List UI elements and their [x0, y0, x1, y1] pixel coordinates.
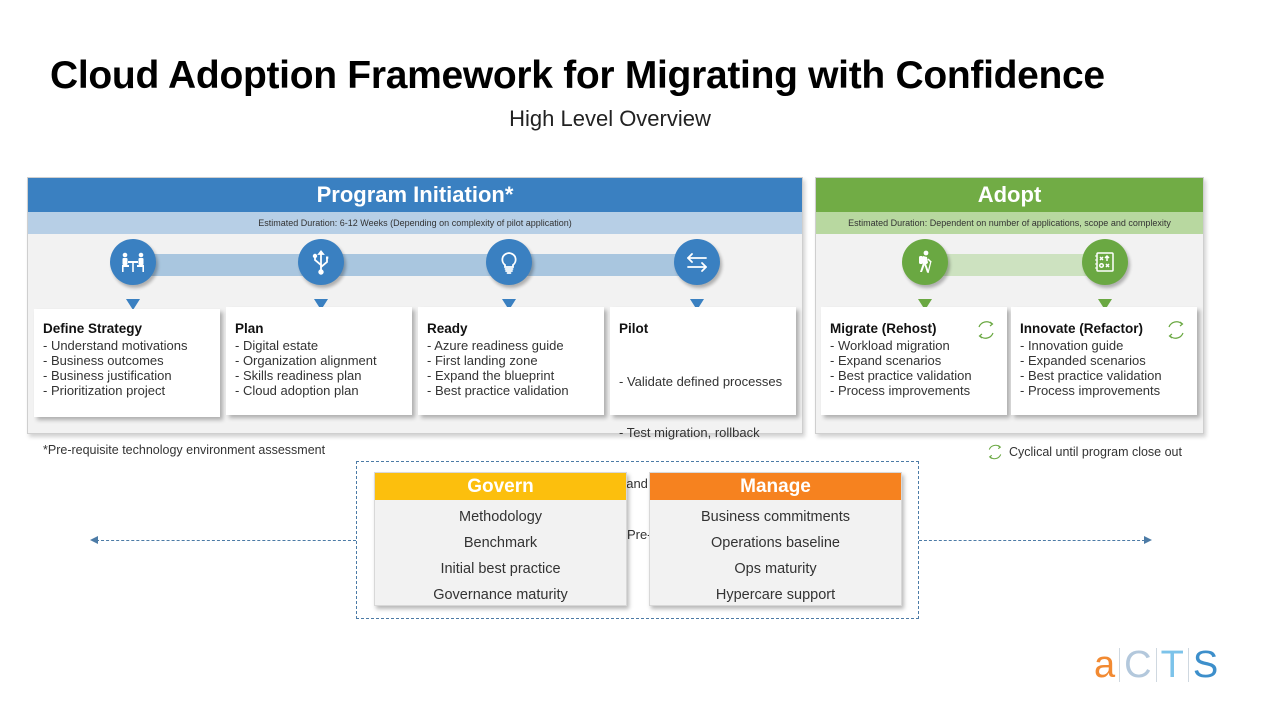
arrow-down-icon [502, 299, 516, 310]
govern-item: Methodology [458, 509, 543, 525]
govern-manage-group [356, 461, 919, 619]
logo-letter: S [1192, 644, 1219, 686]
phase-item: - Business outcomes [43, 353, 164, 368]
cycle-icon [978, 321, 994, 339]
logo-divider [1187, 648, 1189, 682]
phase-item: - Business justification [43, 368, 172, 383]
govern-item: Initial best practice [440, 561, 561, 577]
phase-item: - Skills readiness plan [235, 368, 362, 383]
phase-card-ready: Ready - Azure readiness guide - First la… [418, 307, 604, 415]
program-initiation-title: Program Initiation* [28, 178, 802, 212]
phase-title: Plan [235, 321, 264, 336]
legend-label: Cyclical until program close out [1009, 445, 1182, 459]
logo-letter: a [1094, 644, 1116, 686]
arrow-down-icon [918, 299, 932, 310]
lightbulb-icon [486, 239, 532, 285]
phase-item: - Understand motivations [43, 338, 188, 353]
phase-item: - Organization alignment [235, 353, 377, 368]
phase-card-innovate: Innovate (Refactor) - Innovation guide -… [1011, 307, 1197, 415]
arrow-right-icon [1144, 536, 1152, 544]
govern-box: Govern Methodology Benchmark Initial bes… [374, 472, 627, 606]
page-subtitle: High Level Overview [509, 106, 711, 131]
govern-item: Benchmark [463, 535, 538, 551]
phase-item: - Best practice validation [830, 368, 972, 383]
transfer-arrows-icon [674, 239, 720, 285]
phase-item: - Expand scenarios [830, 353, 942, 368]
phase-item: - Best practice validation [427, 383, 569, 398]
dashed-connector-right [919, 540, 1145, 541]
phase-title: Innovate (Refactor) [1020, 321, 1144, 336]
usb-icon [298, 239, 344, 285]
phase-item: - Cloud adoption plan [235, 383, 359, 398]
logo-letter: T [1160, 644, 1184, 686]
program-initiation-track [133, 254, 698, 276]
strategy-board-icon [1082, 239, 1128, 285]
phase-item: - Validate defined processes [619, 374, 783, 389]
phase-title: Define Strategy [43, 321, 143, 336]
phase-title: Pilot [619, 321, 649, 336]
logo-divider [1155, 648, 1157, 682]
meeting-icon [110, 239, 156, 285]
phase-card-define-strategy: Define Strategy - Understand motivations… [34, 309, 220, 417]
phase-title: Migrate (Rehost) [830, 321, 937, 336]
manage-box: Manage Business commitments Operations b… [649, 472, 902, 606]
phase-item: - Process improvements [830, 383, 971, 398]
manage-item: Operations baseline [711, 535, 840, 551]
logo-letter: C [1124, 644, 1152, 686]
program-initiation-duration: Estimated Duration: 6-12 Weeks (Dependin… [28, 212, 802, 234]
manage-item: Ops maturity [734, 561, 817, 577]
legend: Cyclical until program close out [986, 443, 1182, 461]
arrow-left-icon [90, 536, 98, 544]
manage-item: Hypercare support [715, 587, 836, 603]
manage-item: Business commitments [700, 509, 851, 525]
phase-item: - Expanded scenarios [1020, 353, 1146, 368]
govern-item: Governance maturity [433, 587, 568, 603]
arrow-down-icon [314, 299, 328, 310]
govern-title: Govern [375, 473, 626, 500]
phase-card-plan: Plan - Digital estate - Organization ali… [226, 307, 412, 415]
page-title: Cloud Adoption Framework for Migrating w… [50, 54, 1105, 97]
phase-item: - Digital estate [235, 338, 319, 353]
phase-item: - Innovation guide [1020, 338, 1124, 353]
arrow-down-icon [690, 299, 704, 310]
phase-card-pilot: Pilot - Validate defined processes - Tes… [610, 307, 796, 542]
phase-item: - First landing zone [427, 353, 538, 368]
phase-card-migrate: Migrate (Rehost) - Workload migration - … [821, 307, 1007, 415]
manage-title: Manage [650, 473, 901, 500]
arrow-down-icon [1098, 299, 1112, 310]
adopt-title: Adopt [816, 178, 1203, 212]
phase-item: - Expand the blueprint [427, 368, 555, 383]
hiker-icon [902, 239, 948, 285]
phase-item: - Process improvements [1020, 383, 1161, 398]
phase-item: - Azure readiness guide [427, 338, 564, 353]
adopt-duration: Estimated Duration: Dependent on number … [816, 212, 1203, 234]
arrow-down-icon [126, 299, 140, 310]
cycle-icon [1168, 321, 1184, 339]
phase-title: Ready [427, 321, 468, 336]
adopt-track [925, 254, 1105, 276]
cycle-icon [988, 444, 1002, 460]
phase-item: - Workload migration [830, 338, 950, 353]
phase-item: - Best practice validation [1020, 368, 1162, 383]
footnote: *Pre-requisite technology environment as… [43, 443, 326, 457]
logo-divider [1119, 648, 1121, 682]
phase-item: - Test migration, rollback [619, 425, 760, 440]
phase-item: - Prioritization project [43, 383, 166, 398]
dashed-connector-left [96, 540, 356, 541]
acts-logo: a C T S [1090, 646, 1222, 684]
